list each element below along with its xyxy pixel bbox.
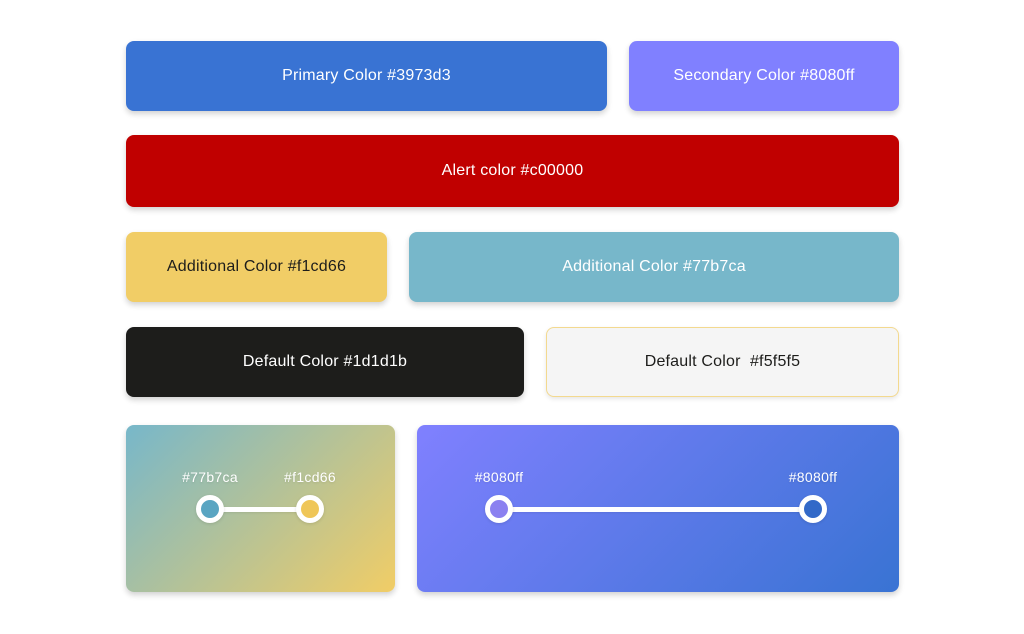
swatch-default-dark-label: Default Color #1d1d1b bbox=[242, 353, 408, 370]
gradient-end-label: #8080ff bbox=[788, 469, 838, 485]
swatch-default-dark: Default Color #1d1d1b bbox=[126, 327, 524, 397]
gradient-stop-end-handle[interactable] bbox=[799, 495, 827, 523]
gradient-stop-start-handle[interactable] bbox=[485, 495, 513, 523]
gradient-start-label: #8080ff bbox=[474, 469, 524, 485]
gradient-end-label: #f1cd66 bbox=[284, 469, 336, 485]
gradient-connector-line bbox=[499, 507, 813, 512]
swatch-secondary-label: Secondary Color #8080ff bbox=[673, 67, 855, 84]
swatch-default-light: Default Color #f5f5f5 bbox=[546, 327, 899, 397]
swatch-additional-yellow: Additional Color #f1cd66 bbox=[126, 232, 387, 302]
swatch-primary-label: Primary Color #3973d3 bbox=[282, 67, 451, 84]
gradient-stop-start-handle[interactable] bbox=[196, 495, 224, 523]
swatch-additional-yellow-label: Additional Color #f1cd66 bbox=[166, 258, 347, 275]
swatch-primary: Primary Color #3973d3 bbox=[126, 41, 607, 111]
swatch-alert-label: Alert color #c00000 bbox=[441, 162, 584, 179]
gradient-card-purple-blue: #8080ff #8080ff bbox=[417, 425, 899, 592]
gradient-card-teal-yellow: #77b7ca #f1cd66 bbox=[126, 425, 395, 592]
swatch-alert: Alert color #c00000 bbox=[126, 135, 899, 207]
swatch-additional-teal: Additional Color #77b7ca bbox=[409, 232, 899, 302]
gradient-connector-line bbox=[210, 507, 310, 512]
swatch-default-light-label: Default Color #f5f5f5 bbox=[644, 353, 801, 370]
gradient-stop-end-handle[interactable] bbox=[296, 495, 324, 523]
swatch-additional-teal-label: Additional Color #77b7ca bbox=[562, 258, 746, 275]
gradient-start-label: #77b7ca bbox=[182, 469, 238, 485]
swatch-secondary: Secondary Color #8080ff bbox=[629, 41, 899, 111]
